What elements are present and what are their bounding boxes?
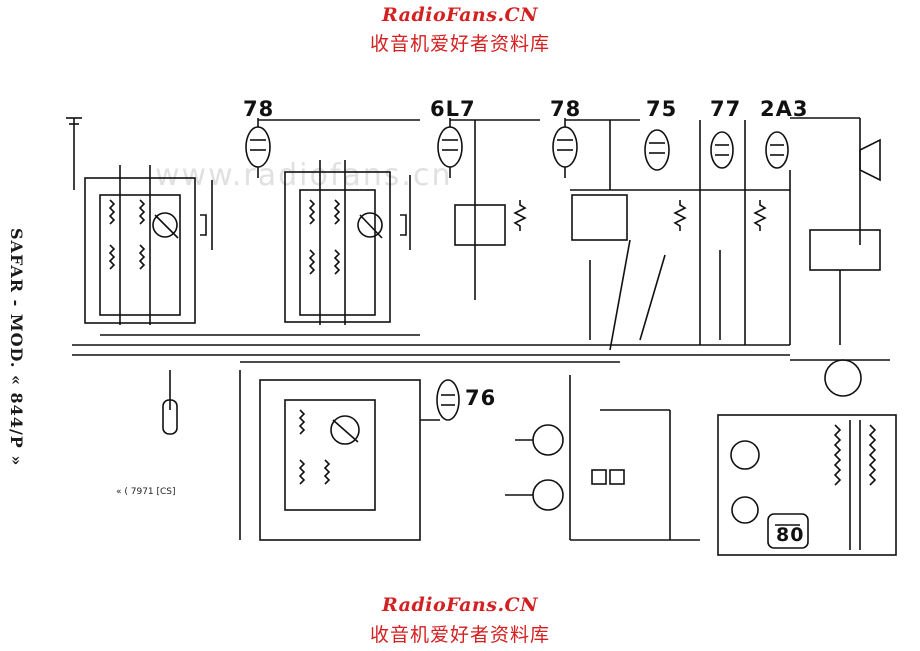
tube-78-b [552, 118, 578, 178]
tube-label-2a3: 2A3 [760, 97, 809, 121]
socket-1 [532, 424, 564, 456]
tube-label-78-b: 78 [550, 97, 582, 121]
watermark-site-bottom: RadioFans.CN [381, 594, 539, 616]
tube-78-a [245, 118, 271, 178]
if-coil-block [284, 171, 391, 323]
schematic-title: SAFAR - MOD. « 844/P » [7, 228, 26, 467]
watermark-site-cn-bottom: 收音机爱好者资料库 [369, 624, 550, 646]
speaker-symbol [824, 359, 862, 397]
tube-label-80: 80 [776, 524, 805, 546]
tube-label-77: 77 [710, 97, 742, 121]
oscillator-block [259, 379, 421, 541]
power-supply-block [717, 414, 897, 556]
antenna-symbol [66, 117, 82, 190]
tube-80 [767, 513, 809, 549]
socket-2 [532, 479, 564, 511]
schematic-note: « ( 7971 [CS] [116, 487, 176, 497]
tube-label-78-a: 78 [243, 97, 275, 121]
rf-coil-block [84, 177, 196, 324]
tube-label-76: 76 [465, 386, 497, 410]
tube-label-75: 75 [646, 97, 678, 121]
tube-76 [436, 379, 460, 421]
tube-6l7 [437, 118, 463, 178]
tube-label-6l7: 6L7 [430, 97, 476, 121]
watermark-site-top: RadioFans.CN [381, 4, 539, 26]
tube-75 [644, 129, 670, 171]
tube-2a3 [765, 131, 789, 169]
tube-77 [710, 131, 734, 169]
background-watermark: www.radiofans.cn [155, 158, 453, 193]
watermark-site-cn-top: 收音机爱好者资料库 [369, 33, 550, 55]
